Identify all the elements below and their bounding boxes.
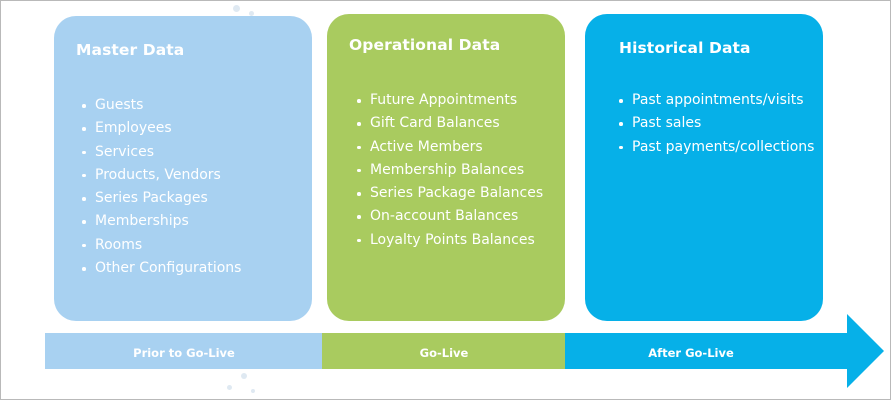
list-item: Past sales	[619, 112, 814, 135]
list-item: Guests	[82, 94, 241, 117]
decorative-dot	[233, 5, 240, 12]
list-item: On-account Balances	[357, 205, 543, 228]
list-item: Future Appointments	[357, 89, 543, 112]
list-item: Other Configurations	[82, 257, 241, 280]
list-item: Services	[82, 141, 241, 164]
list-item: Series Package Balances	[357, 182, 543, 205]
list-item: Active Members	[357, 136, 543, 159]
phase-label-golive: Go-Live	[419, 346, 469, 360]
list-item: Memberships	[82, 210, 241, 233]
list-item: Series Packages	[82, 187, 241, 210]
master-data-card: Master Data Guests Employees Services Pr…	[54, 16, 312, 321]
list-item: Past appointments/visits	[619, 89, 814, 112]
list-item: Membership Balances	[357, 159, 543, 182]
list-item: Rooms	[82, 234, 241, 257]
historical-data-title: Historical Data	[619, 39, 751, 57]
decorative-dot	[249, 11, 254, 16]
phase-label-prior: Prior to Go-Live	[133, 346, 235, 360]
list-item: Products, Vendors	[82, 164, 241, 187]
list-item: Loyalty Points Balances	[357, 229, 543, 252]
historical-data-card: Historical Data Past appointments/visits…	[585, 14, 823, 321]
operational-data-card: Operational Data Future Appointments Gif…	[327, 14, 565, 321]
list-item: Gift Card Balances	[357, 112, 543, 135]
master-data-title: Master Data	[76, 41, 185, 59]
phase-label-after: After Go-Live	[648, 346, 734, 360]
operational-data-title: Operational Data	[349, 36, 501, 54]
operational-data-list: Future Appointments Gift Card Balances A…	[357, 89, 543, 252]
decorative-dot	[227, 385, 232, 390]
list-item: Past payments/collections	[619, 136, 814, 159]
decorative-dot	[251, 389, 255, 393]
decorative-dot	[241, 373, 247, 379]
list-item: Employees	[82, 117, 241, 140]
historical-data-list: Past appointments/visits Past sales Past…	[619, 89, 814, 159]
master-data-list: Guests Employees Services Products, Vend…	[82, 94, 241, 280]
